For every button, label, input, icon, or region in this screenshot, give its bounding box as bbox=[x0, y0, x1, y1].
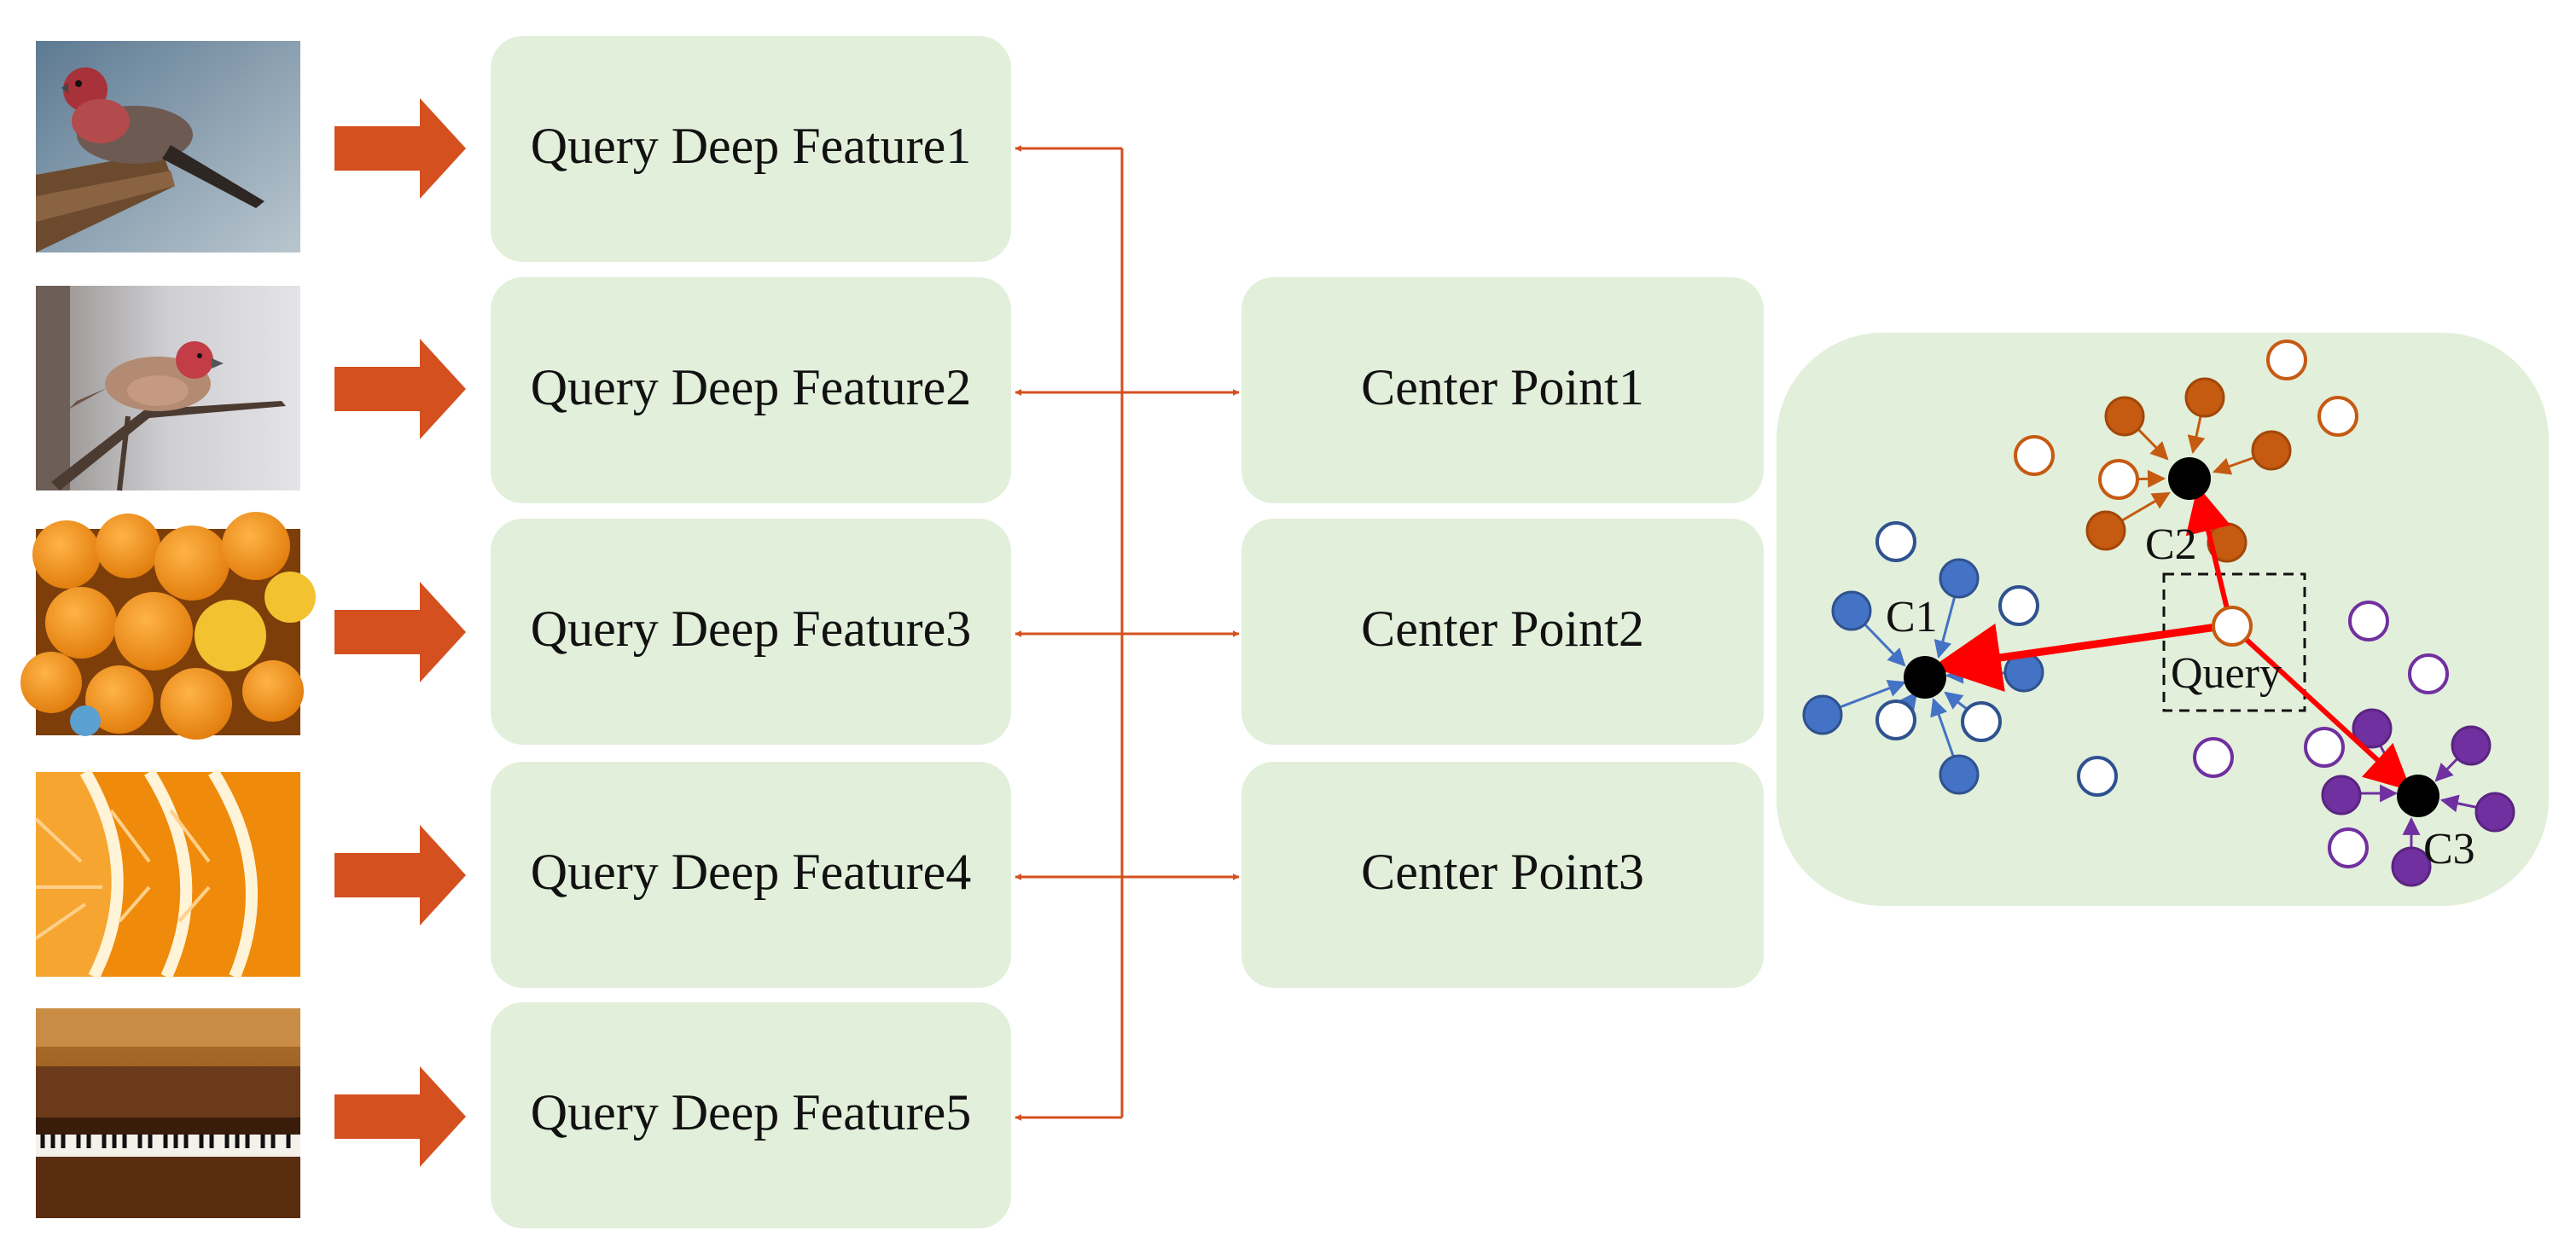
c2-hollow-point bbox=[2098, 459, 2139, 500]
feature-label-2: Query Deep Feature2 bbox=[531, 359, 971, 415]
outlier-hollow-point bbox=[1998, 585, 2039, 626]
c3-member-point bbox=[2451, 725, 2492, 766]
c1-member-point bbox=[1831, 590, 1872, 631]
outlier-hollow-point bbox=[2077, 756, 2118, 797]
centroid-label-c1: C1 bbox=[1886, 593, 1938, 641]
outlier-hollow-point bbox=[2408, 653, 2449, 694]
image-oranges-pile bbox=[20, 512, 316, 740]
c3-member-point bbox=[2391, 846, 2432, 887]
feature-label-3: Query Deep Feature3 bbox=[531, 601, 971, 657]
c1-hollow-point bbox=[1875, 699, 1916, 740]
centroid-c2 bbox=[2168, 457, 2211, 500]
query-to-c3-arrow bbox=[2235, 629, 2411, 792]
c3-hollow-point bbox=[2304, 727, 2345, 768]
centroid-label-c3: C3 bbox=[2423, 825, 2475, 874]
feature-box-3: Query Deep Feature3 bbox=[491, 519, 1011, 745]
big-arrow-4 bbox=[334, 825, 466, 926]
feature-label-5: Query Deep Feature5 bbox=[531, 1084, 971, 1141]
query-to-c1-arrow bbox=[1931, 621, 2230, 693]
big-arrows bbox=[334, 98, 466, 1167]
outlier-hollow-point bbox=[2348, 601, 2389, 641]
cluster-c3-hollow bbox=[2193, 601, 2449, 868]
cluster-c2-points bbox=[2085, 377, 2292, 563]
feature-box-2: Query Deep Feature2 bbox=[491, 277, 1011, 503]
feature-box-1: Query Deep Feature1 bbox=[491, 36, 1011, 262]
cluster-c1-points bbox=[1802, 558, 2044, 795]
center-box-2: Center Point2 bbox=[1241, 519, 1764, 745]
big-arrow-2 bbox=[334, 339, 466, 439]
center-label-1: Center Point1 bbox=[1361, 359, 1644, 415]
centroid-c3 bbox=[2397, 775, 2439, 817]
connectors bbox=[1015, 145, 1240, 1121]
feature-label-4: Query Deep Feature4 bbox=[531, 844, 971, 900]
c2-member-point bbox=[2251, 430, 2292, 471]
c2-member-point bbox=[2184, 377, 2225, 418]
cluster-c3-points bbox=[2321, 708, 2515, 887]
center-label-3: Center Point3 bbox=[1361, 844, 1644, 900]
image-finch-on-branch bbox=[36, 286, 300, 491]
c3-member-point bbox=[2474, 792, 2515, 833]
image-finch-on-post bbox=[36, 41, 300, 253]
c2-member-point bbox=[2085, 510, 2126, 551]
big-arrow-1 bbox=[334, 98, 466, 199]
c1-member-point bbox=[1939, 754, 1980, 795]
c3-member-point bbox=[2321, 775, 2362, 816]
c1-member-point bbox=[1939, 558, 1980, 599]
big-arrow-5 bbox=[334, 1066, 466, 1167]
c2-member-point bbox=[2104, 396, 2145, 437]
cluster-panel: C1 C2 C3 Query bbox=[1776, 333, 2549, 906]
query-to-c2-arrow bbox=[2185, 485, 2231, 617]
outlier-hollow-point bbox=[2266, 340, 2307, 380]
outlier-hollow-point bbox=[2014, 435, 2055, 476]
cluster-c2-hollow bbox=[2014, 340, 2358, 500]
query-box bbox=[2162, 572, 2306, 712]
outlier-hollow-point bbox=[2193, 737, 2234, 778]
cluster-c1-hollow bbox=[1875, 521, 2118, 797]
query-label: Query bbox=[2171, 649, 2282, 698]
centroid-label-c2: C2 bbox=[2145, 520, 2197, 569]
image-piano-keys bbox=[36, 1008, 300, 1218]
outlier-hollow-point bbox=[1875, 521, 1916, 562]
outlier-hollow-point bbox=[2317, 396, 2358, 437]
image-orange-slices bbox=[34, 769, 300, 980]
center-box-1: Center Point1 bbox=[1241, 277, 1764, 503]
feature-box-4: Query Deep Feature4 bbox=[491, 762, 1011, 988]
big-arrow-3 bbox=[334, 582, 466, 682]
c1-hollow-point bbox=[1961, 701, 2002, 742]
center-label-2: Center Point2 bbox=[1361, 601, 1644, 657]
c1-member-point bbox=[1802, 694, 1843, 735]
feature-box-5: Query Deep Feature5 bbox=[491, 1002, 1011, 1228]
query-point bbox=[2212, 606, 2253, 647]
c3-hollow-point bbox=[2328, 827, 2369, 868]
centroid-c1 bbox=[1904, 656, 1946, 699]
center-box-3: Center Point3 bbox=[1241, 762, 1764, 988]
feature-label-1: Query Deep Feature1 bbox=[531, 118, 971, 174]
